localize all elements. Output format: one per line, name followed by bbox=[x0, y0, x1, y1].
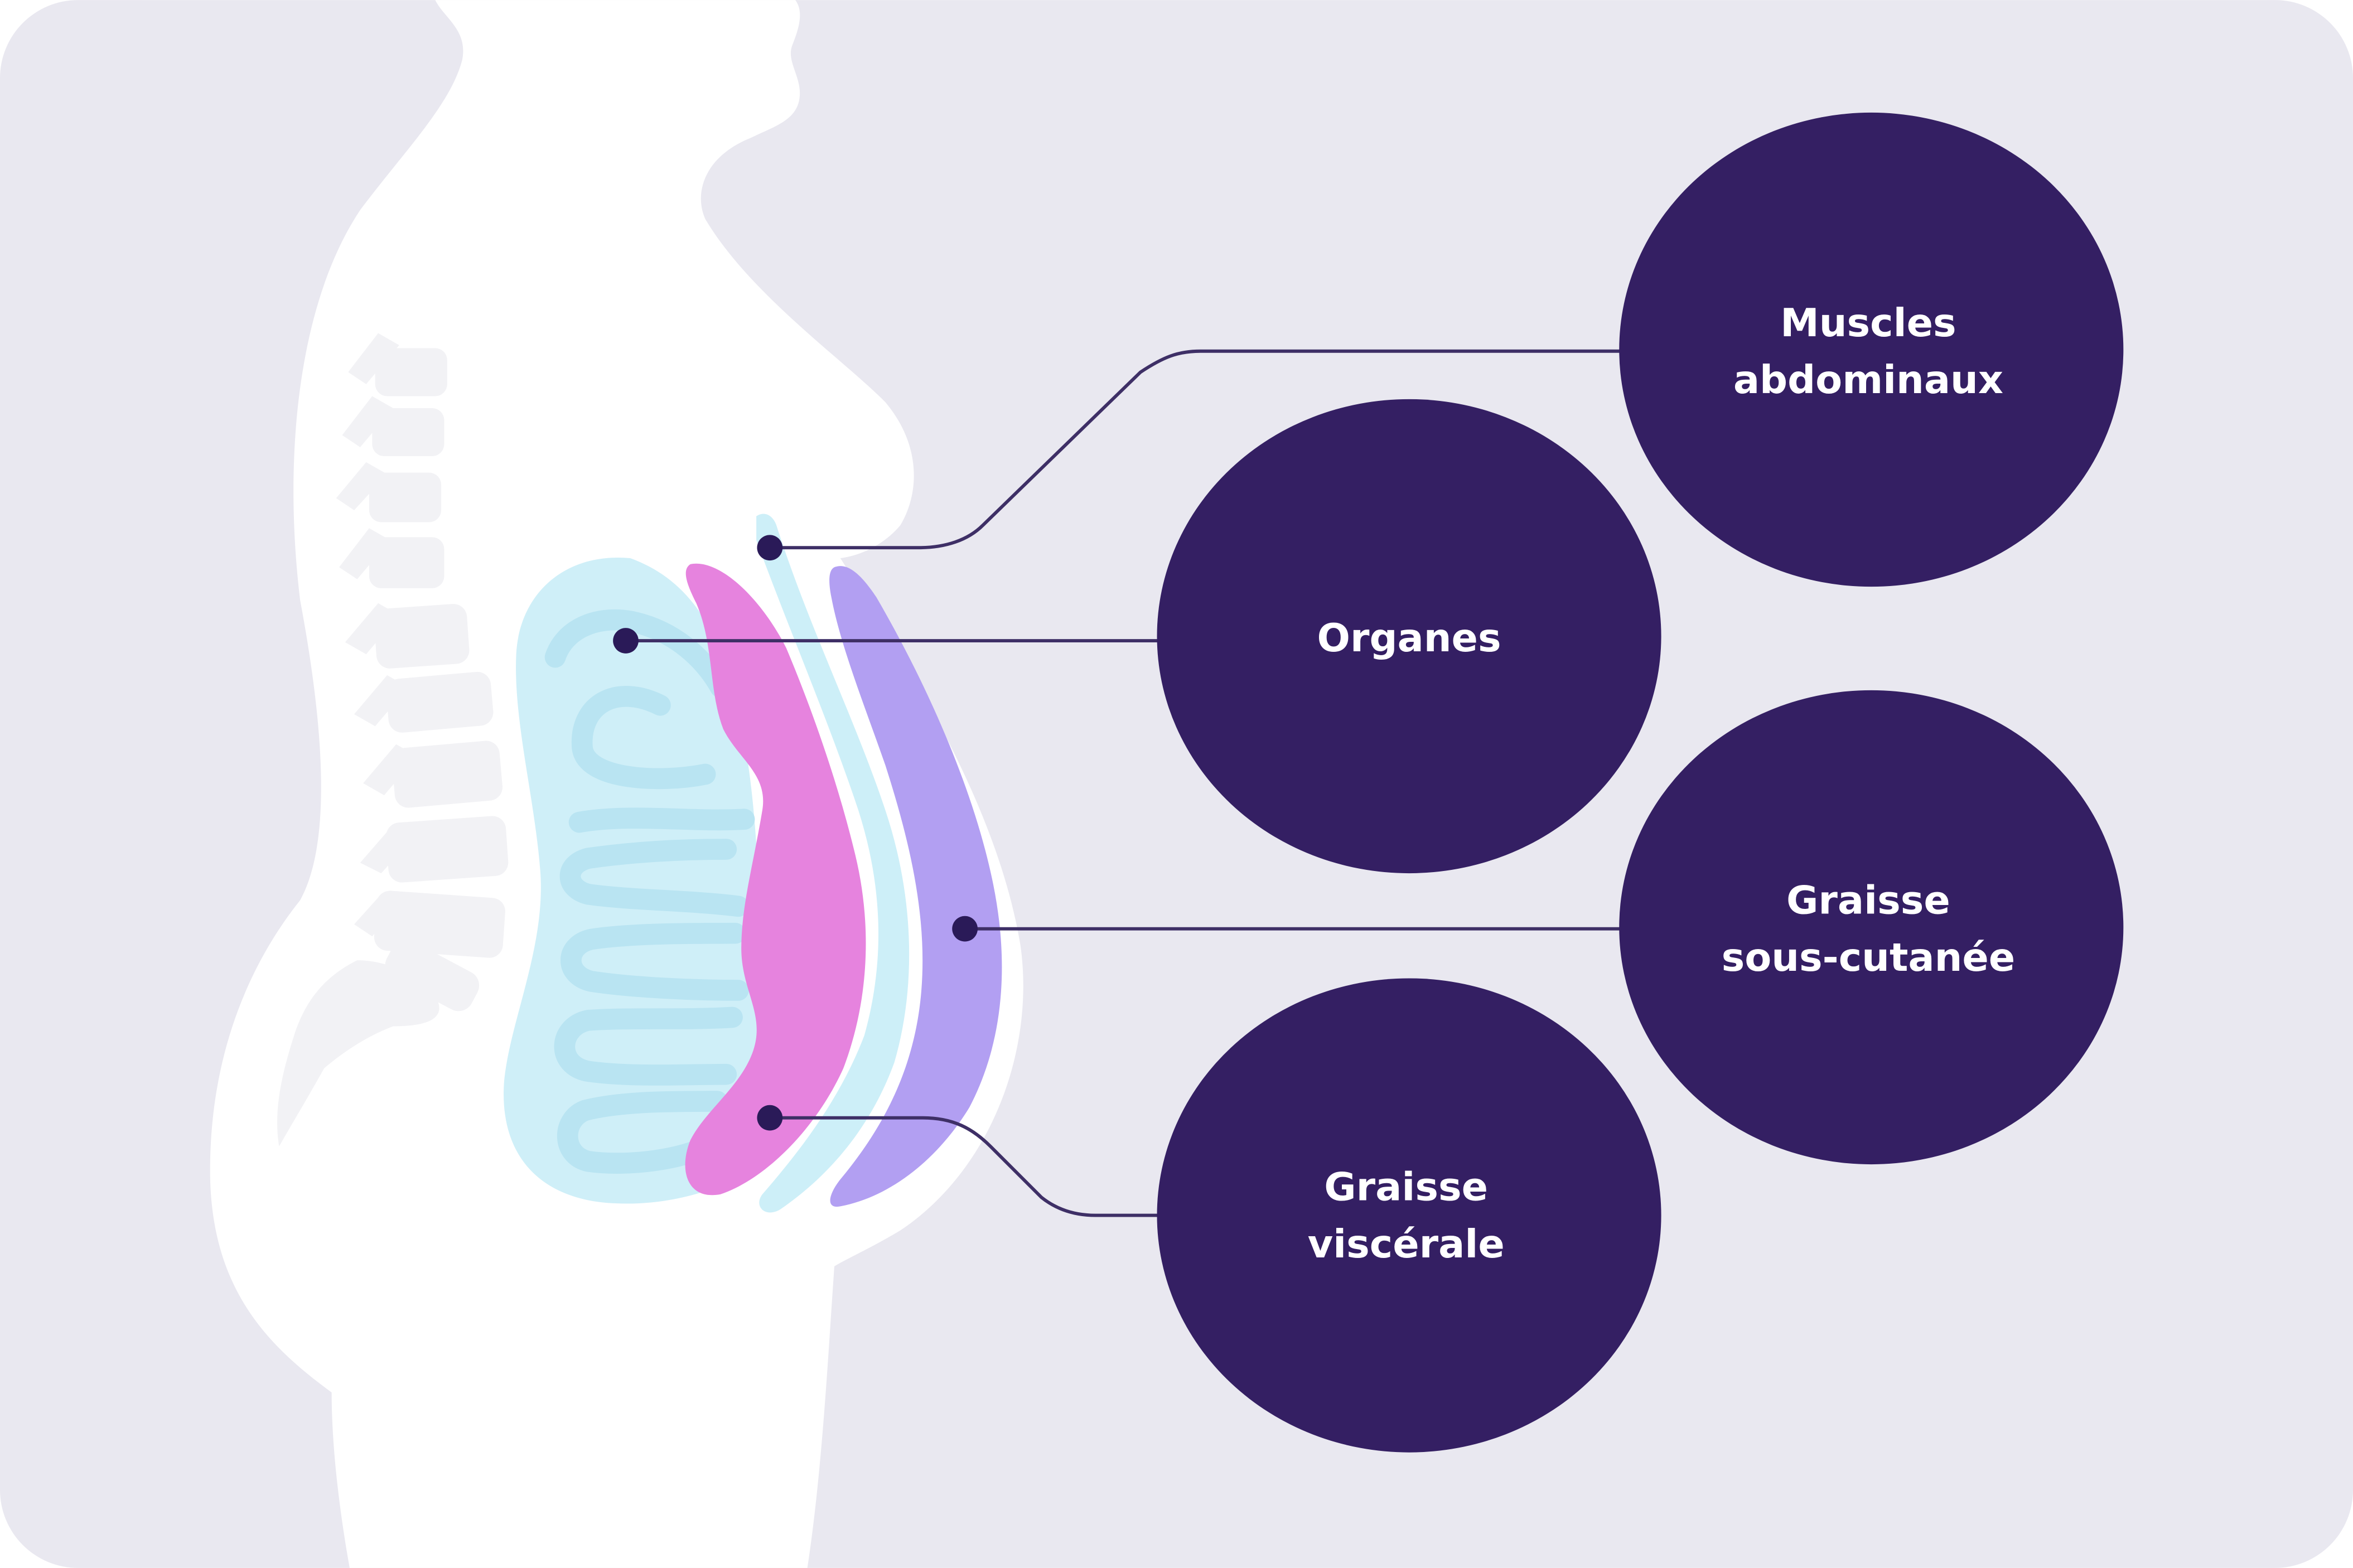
visceral-fat-shape bbox=[685, 563, 866, 1196]
vertebra bbox=[369, 537, 444, 588]
label-subcutaneous-line2: sous-cutanée bbox=[1722, 935, 2016, 980]
vertebra-process bbox=[363, 744, 418, 796]
bubble-subcutaneous bbox=[1619, 690, 2124, 1165]
label-muscles-line2: abdominaux bbox=[1733, 357, 2003, 403]
label-visceral-line1: Graisse bbox=[1324, 1165, 1488, 1210]
label-organs: Organes bbox=[1317, 616, 1501, 661]
intestine-loop bbox=[554, 1006, 743, 1086]
bubble-muscles bbox=[1619, 112, 2124, 587]
intestine-loop bbox=[544, 609, 731, 698]
vertebra-process bbox=[348, 333, 399, 384]
label-muscles-line1: Muscles bbox=[1780, 301, 1956, 346]
label-subcutaneous-line1: Graisse bbox=[1786, 878, 1950, 923]
vertebra bbox=[386, 671, 494, 733]
vertebra-process bbox=[354, 675, 408, 727]
vertebra-process bbox=[345, 603, 399, 655]
bubble-visceral bbox=[1157, 978, 1661, 1453]
vertebra-process bbox=[342, 396, 393, 447]
vertebra bbox=[372, 408, 444, 457]
bubble-organs bbox=[1157, 399, 1661, 874]
marker-muscles bbox=[757, 535, 783, 561]
vertebra bbox=[386, 816, 509, 883]
subcutaneous-fat-shape bbox=[829, 566, 1002, 1207]
intestine-loops bbox=[544, 609, 755, 1174]
sacrum bbox=[277, 960, 439, 1146]
vertebra-process bbox=[360, 828, 412, 874]
vertebra bbox=[385, 939, 480, 1012]
vertebra-process bbox=[339, 528, 390, 579]
bubble-labels: Muscles abdominaux Organes Graisse sous-… bbox=[1308, 301, 2016, 1267]
spine bbox=[277, 333, 509, 1146]
vertebra-process bbox=[336, 462, 388, 510]
markers bbox=[613, 535, 978, 1131]
intestine-loop bbox=[559, 839, 749, 917]
vertebra bbox=[392, 741, 503, 808]
vertebra bbox=[375, 348, 447, 396]
label-bubbles bbox=[1157, 112, 2124, 1453]
organs-region bbox=[504, 558, 781, 1204]
intestine-loop bbox=[557, 1091, 728, 1174]
vertebra bbox=[374, 604, 470, 669]
label-visceral-line2: viscérale bbox=[1308, 1222, 1505, 1267]
marker-organs bbox=[613, 628, 639, 654]
intestine-loop bbox=[561, 922, 749, 1001]
vertebra bbox=[369, 472, 442, 522]
intestine-loop bbox=[571, 686, 716, 790]
leader-lines bbox=[626, 349, 1624, 1217]
leader-line-muscles bbox=[770, 349, 1624, 550]
intestine-loop bbox=[568, 807, 755, 833]
vertebra-process bbox=[354, 894, 399, 937]
abdominal-muscle-shape bbox=[756, 514, 910, 1213]
marker-visceral bbox=[757, 1105, 783, 1131]
leader-line-visceral bbox=[770, 1116, 1159, 1217]
marker-subcutaneous bbox=[952, 916, 978, 942]
